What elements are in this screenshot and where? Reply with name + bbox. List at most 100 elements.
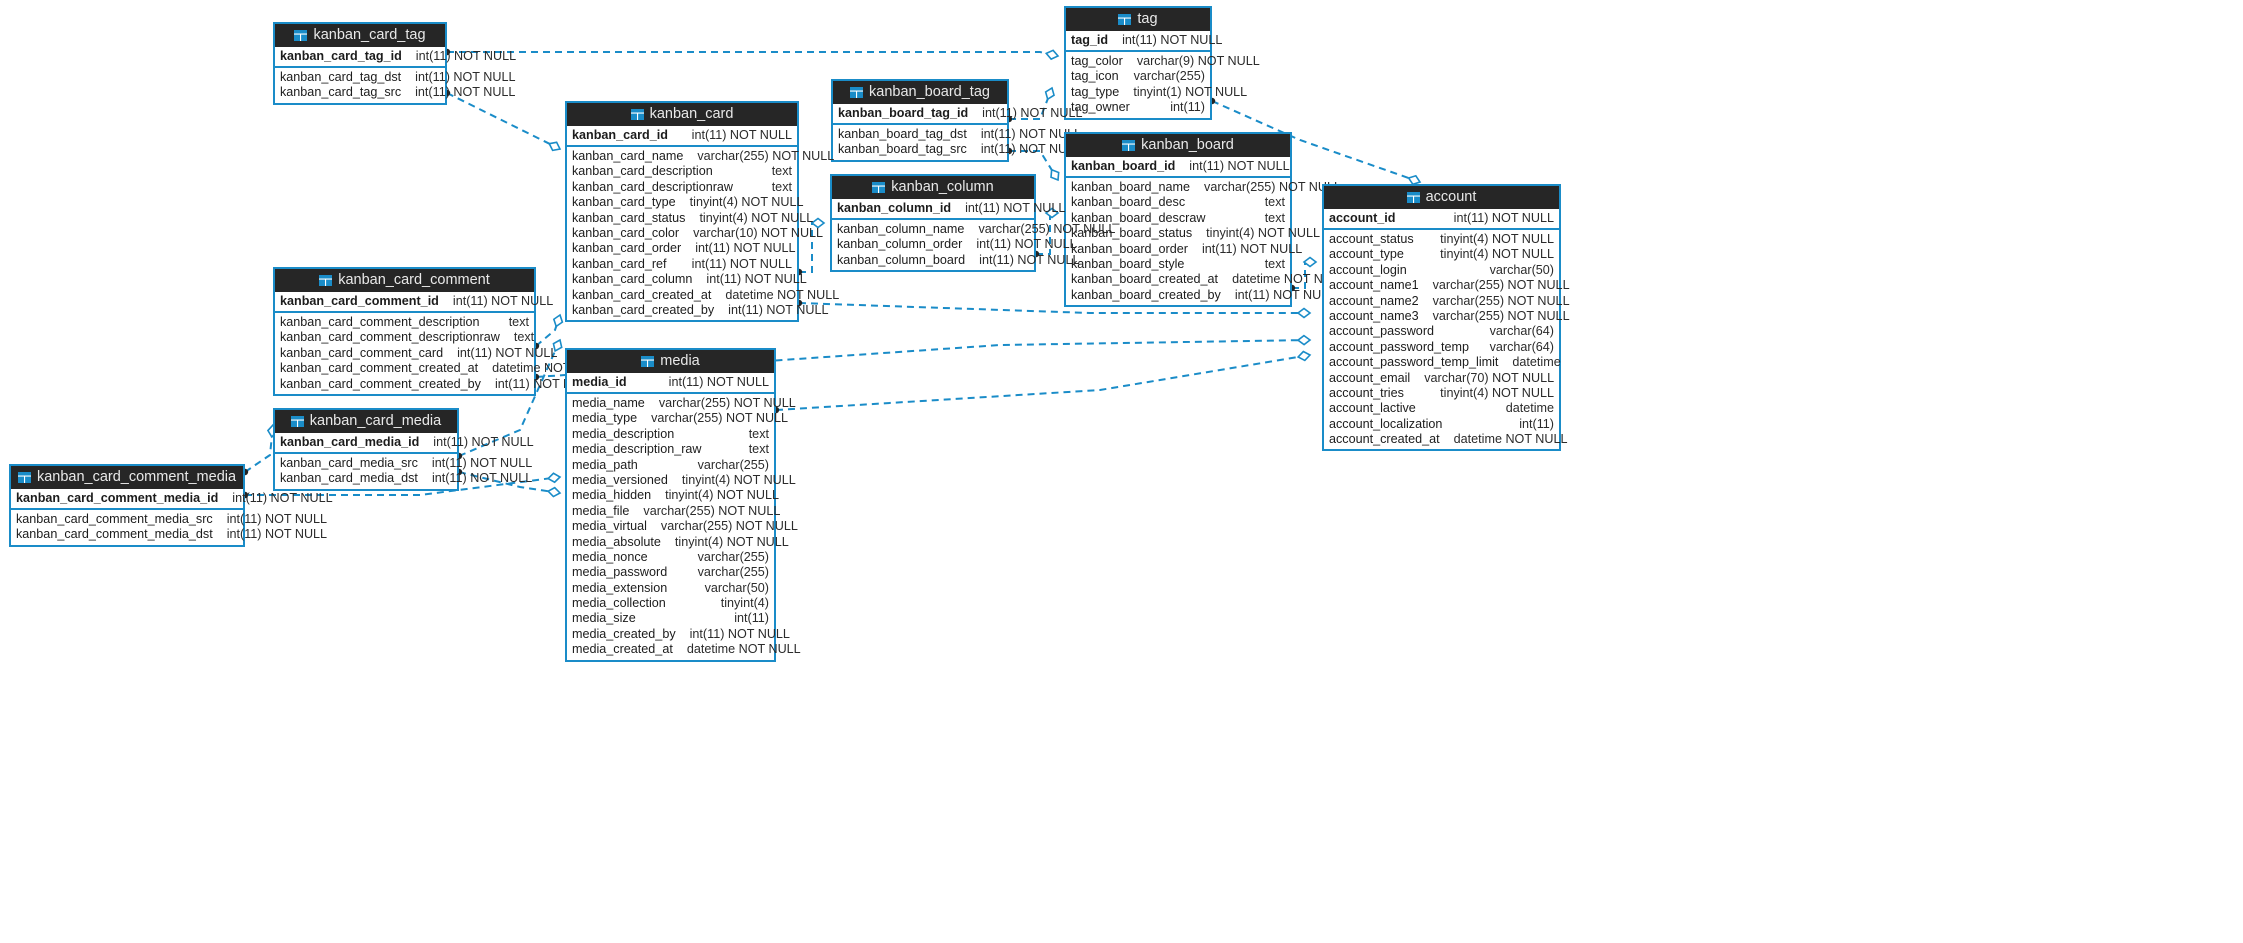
table-header-kanban_card_comment_media[interactable]: kanban_card_comment_media — [11, 466, 243, 489]
table-header-kanban_card[interactable]: kanban_card — [567, 103, 797, 126]
table-header-tag[interactable]: tag — [1066, 8, 1210, 31]
table-header-media[interactable]: media — [567, 350, 774, 373]
table-header-kanban_card_media[interactable]: kanban_card_media — [275, 410, 457, 433]
column-name: kanban_board_tag_dst — [838, 127, 967, 141]
column-name: media_virtual — [572, 519, 647, 534]
table-header-kanban_board_tag[interactable]: kanban_board_tag — [833, 81, 1007, 104]
table-icon — [630, 109, 644, 120]
column-type: text — [513, 330, 535, 345]
column-name: media_password — [572, 565, 668, 580]
table-header-kanban_card_comment[interactable]: kanban_card_comment — [275, 269, 534, 292]
table-header-kanban_card_tag[interactable]: kanban_card_tag — [275, 24, 445, 47]
table-header-kanban_column[interactable]: kanban_column — [832, 176, 1034, 199]
table-header-account[interactable]: account — [1324, 186, 1559, 209]
column-name: media_type — [572, 411, 638, 426]
table-header-kanban_board[interactable]: kanban_board — [1066, 134, 1290, 157]
column-type: tinyint(1) NOT NULL — [1133, 84, 1248, 99]
